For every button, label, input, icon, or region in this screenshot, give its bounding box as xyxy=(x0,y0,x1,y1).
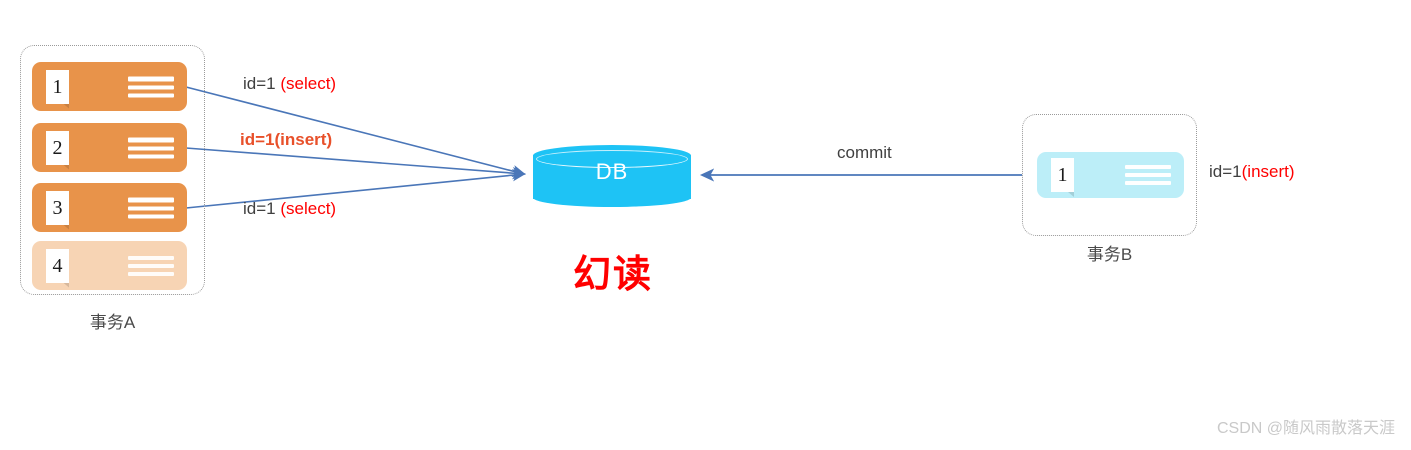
record-number: 2 xyxy=(46,130,69,165)
edge-label-select-1: id=1 (select) xyxy=(243,74,336,94)
transaction-a-label: 事务A xyxy=(89,313,136,332)
arrow-select-2 xyxy=(185,168,526,209)
edge-label-select-1-op: (select) xyxy=(280,74,337,93)
watermark: CSDN @随风雨散落天涯 xyxy=(1216,420,1395,437)
record-lines-icon xyxy=(128,197,174,218)
transaction-b-label: 事务B xyxy=(1086,245,1133,264)
list-item[interactable]: 4 xyxy=(32,241,187,290)
database-cylinder-rim xyxy=(536,150,688,168)
edge-label-select-2-prefix: id=1 xyxy=(243,199,281,218)
edge-label-select-2-op: (select) xyxy=(280,199,337,218)
list-item[interactable]: 1 xyxy=(32,62,187,111)
edge-label-commit: commit xyxy=(837,143,892,162)
edge-label-select-2: id=1 (select) xyxy=(243,199,336,219)
record-number: 1 xyxy=(1051,158,1074,192)
record-number: 4 xyxy=(46,248,69,283)
database-cylinder[interactable]: DB xyxy=(533,145,691,207)
arrow-insert-a xyxy=(185,147,526,180)
transaction-b-container xyxy=(1022,114,1197,236)
record-lines-icon xyxy=(128,76,174,97)
edge-label-insert-b-op: (insert) xyxy=(1241,162,1295,181)
edge-label-insert-b-prefix: id=1 xyxy=(1209,162,1242,181)
list-item[interactable]: 1 xyxy=(1037,152,1184,198)
record-lines-icon xyxy=(1125,165,1171,185)
database-label: DB xyxy=(595,159,629,184)
edge-label-insert-a-op: (insert) xyxy=(274,130,333,149)
record-lines-icon xyxy=(128,255,174,276)
arrow-select-1 xyxy=(185,86,526,178)
list-item[interactable]: 3 xyxy=(32,183,187,232)
record-number: 3 xyxy=(46,190,69,225)
transaction-a-container xyxy=(20,45,205,295)
record-lines-icon xyxy=(128,137,174,158)
edge-label-insert-a-prefix: id=1 xyxy=(240,130,275,149)
phantom-read-caption: 幻读 xyxy=(572,254,653,296)
edge-label-insert-b: id=1(insert) xyxy=(1209,162,1295,182)
edge-label-insert-a: id=1(insert) xyxy=(240,130,332,150)
record-number: 1 xyxy=(46,69,69,104)
edge-label-select-1-prefix: id=1 xyxy=(243,74,281,93)
list-item[interactable]: 2 xyxy=(32,123,187,172)
